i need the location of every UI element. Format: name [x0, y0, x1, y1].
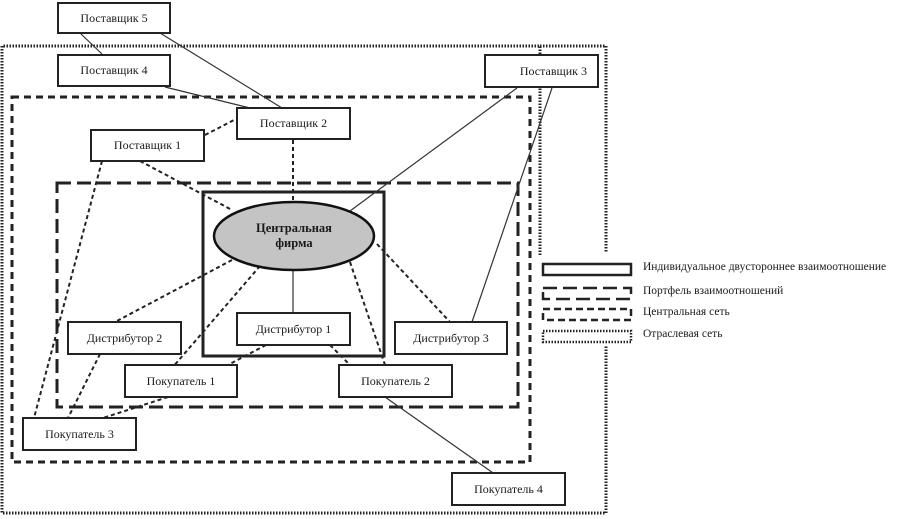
- line-central-distributor2: [114, 259, 233, 323]
- node-supplier-1: Поставщик 1: [90, 129, 205, 162]
- node-supplier-4: Поставщик 4: [57, 54, 171, 87]
- line-distributor2-buyer3: [67, 353, 101, 419]
- line-supplier5-supplier4: [79, 32, 103, 55]
- central-firm-label-line2: фирма: [275, 236, 313, 250]
- line-supplier1-buyer3: [33, 160, 103, 419]
- line-distributor1-buyer2: [329, 344, 351, 366]
- line-supplier3-distributor3: [471, 87, 553, 323]
- line-central-buyer1: [171, 265, 261, 369]
- node-buyer-2: Покупатель 2: [338, 364, 453, 398]
- node-distributor-1: Дистрибутор 1: [236, 312, 351, 346]
- line-supplier3-central: [349, 87, 518, 212]
- legend-swatch-dotted: [541, 329, 633, 344]
- industry-network-boundary-top: [540, 44, 608, 253]
- legend-label-dyadic: Индивидуальное двустороннее взаимоотноше…: [643, 261, 887, 273]
- relationship-portfolio-boundary: [55, 181, 520, 409]
- central-firm-label-line1: Центральная: [256, 221, 332, 235]
- node-buyer-1: Покупатель 1: [124, 364, 238, 398]
- central-network-boundary: [10, 95, 532, 464]
- legend-label-portfolio: Портфель взаимоотношений: [643, 285, 784, 297]
- line-supplier1-supplier2: [204, 118, 237, 136]
- legend-swatch-long-dash: [541, 286, 633, 301]
- legend-swatch-solid: [541, 262, 633, 277]
- central-firm-label: Центральная фирма: [214, 221, 374, 251]
- node-supplier-2: Поставщик 2: [236, 107, 351, 140]
- node-distributor-2: Дистрибутор 2: [67, 321, 182, 355]
- line-supplier1-central: [139, 160, 233, 211]
- line-central-buyer2: [349, 261, 386, 366]
- legend-swatch-short-dash: [541, 307, 633, 322]
- node-buyer-3: Покупатель 3: [22, 417, 137, 451]
- legend-label-industry-network: Отраслевая сеть: [643, 328, 723, 340]
- node-supplier-3: Поставщик 3: [484, 54, 599, 88]
- line-buyer1-buyer3: [102, 396, 169, 419]
- node-distributor-3: Дистрибутор 3: [394, 321, 508, 355]
- line-supplier4-supplier2: [164, 86, 251, 109]
- line-distributor1-buyer1: [227, 344, 267, 366]
- line-central-distributor3: [376, 243, 451, 323]
- central-firm-ellipse: [212, 200, 376, 272]
- node-supplier-5: Поставщик 5: [57, 2, 171, 34]
- line-buyer2-buyer4: [384, 396, 497, 476]
- legend-label-central-network: Центральная сеть: [643, 306, 730, 318]
- node-buyer-4: Покупатель 4: [451, 472, 566, 506]
- line-supplier5-supplier2: [159, 32, 283, 109]
- industry-network-boundary: [0, 44, 608, 515]
